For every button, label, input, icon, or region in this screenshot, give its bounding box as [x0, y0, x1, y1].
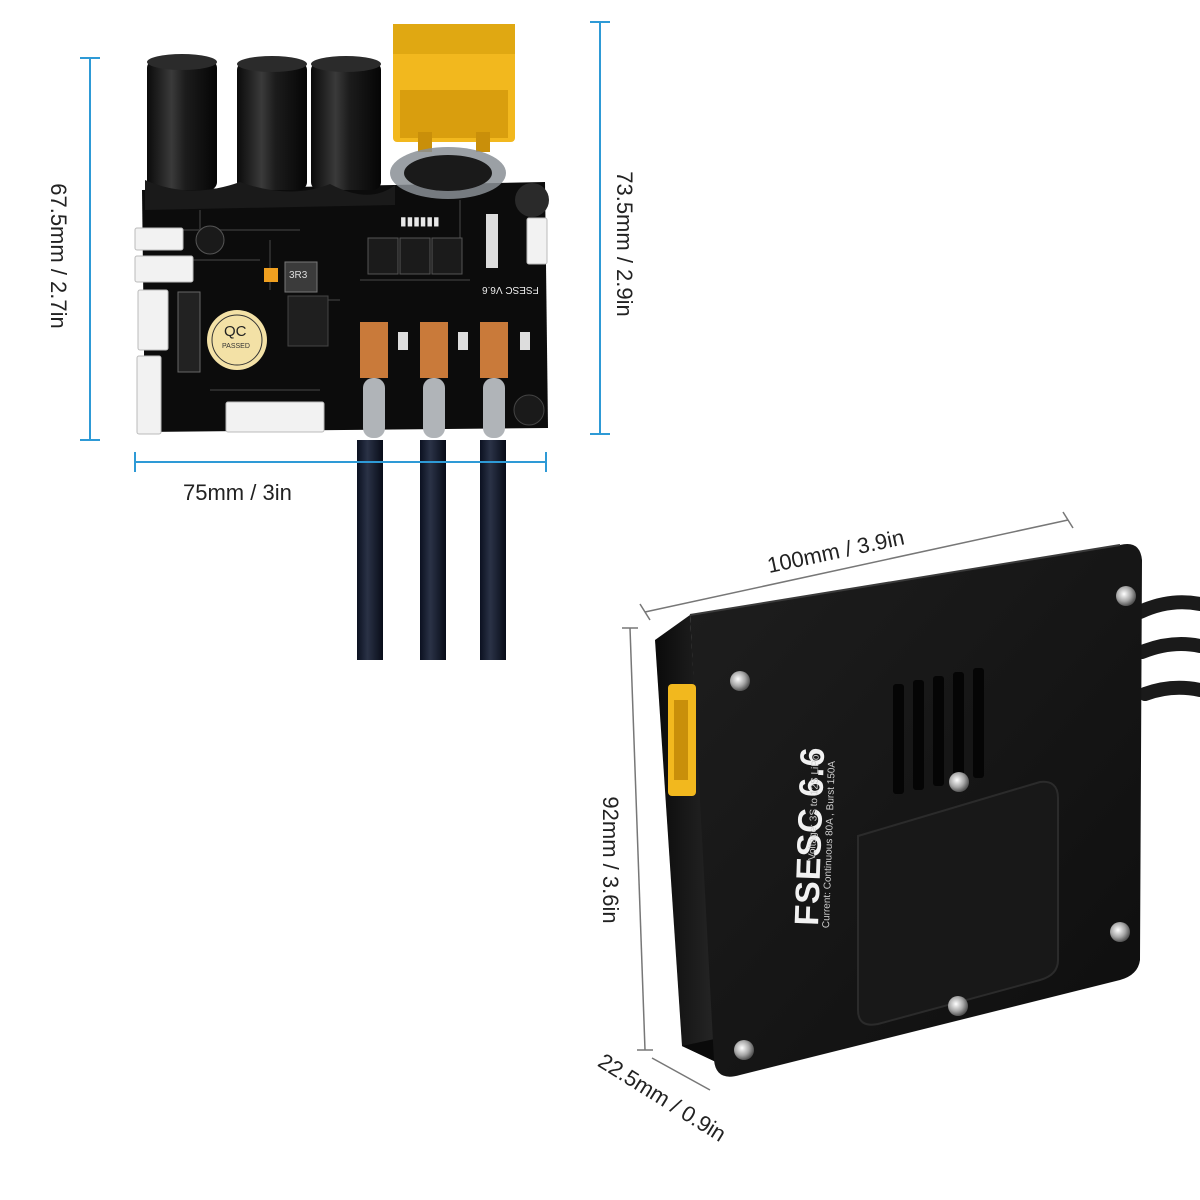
pcb-width-label: 75mm / 3in	[183, 480, 292, 505]
case-screws	[730, 586, 1136, 1060]
capacitor-2	[237, 62, 307, 190]
pcb-dimension-lines	[80, 21, 610, 472]
pin-header	[177, 291, 201, 373]
motor-wire-b	[420, 440, 446, 660]
pcb-board-group: ▮▮▮▮▮▮	[134, 24, 549, 660]
motor-phase-pads	[360, 322, 530, 438]
case-dimension-lines	[622, 511, 1074, 1091]
capacitor-group	[145, 54, 395, 210]
qc-sticker	[207, 310, 267, 370]
case-output-wires	[1133, 595, 1200, 701]
inductor	[284, 261, 318, 293]
case-xt-port	[668, 684, 696, 796]
pcb-height-connector-label: 73.5mm / 2.9in	[612, 171, 637, 317]
motor-wire-a	[357, 440, 383, 660]
capacitor-3	[311, 62, 381, 190]
case-width-label: 92mm / 3.6in	[598, 796, 623, 924]
qc-sticker-sublabel: PASSED	[222, 343, 250, 350]
case-vent-slots	[893, 668, 984, 794]
esc-case-group	[655, 544, 1200, 1077]
pcb-silkscreen-label: FSESC V6.6	[482, 284, 539, 295]
svg-text:▮▮▮▮▮▮: ▮▮▮▮▮▮	[400, 214, 440, 228]
inductor-mark: 3R3	[289, 270, 308, 281]
small-capacitor	[515, 183, 549, 217]
pcb-button	[513, 394, 545, 426]
jst-connector-group	[134, 217, 548, 435]
capacitor-1	[147, 60, 217, 190]
pcb-height-label: 67.5mm / 2.7in	[46, 183, 71, 329]
qc-sticker-label: QC	[224, 323, 247, 340]
mosfet-group	[367, 237, 463, 275]
pcb-resistor	[486, 214, 498, 268]
xt-power-connector	[393, 24, 515, 152]
motor-wire-c	[480, 440, 506, 660]
pcb-silkscreen: ▮▮▮▮▮▮	[400, 214, 440, 228]
microcontroller-chip	[287, 295, 329, 347]
case-recessed-panel	[857, 780, 1059, 1026]
